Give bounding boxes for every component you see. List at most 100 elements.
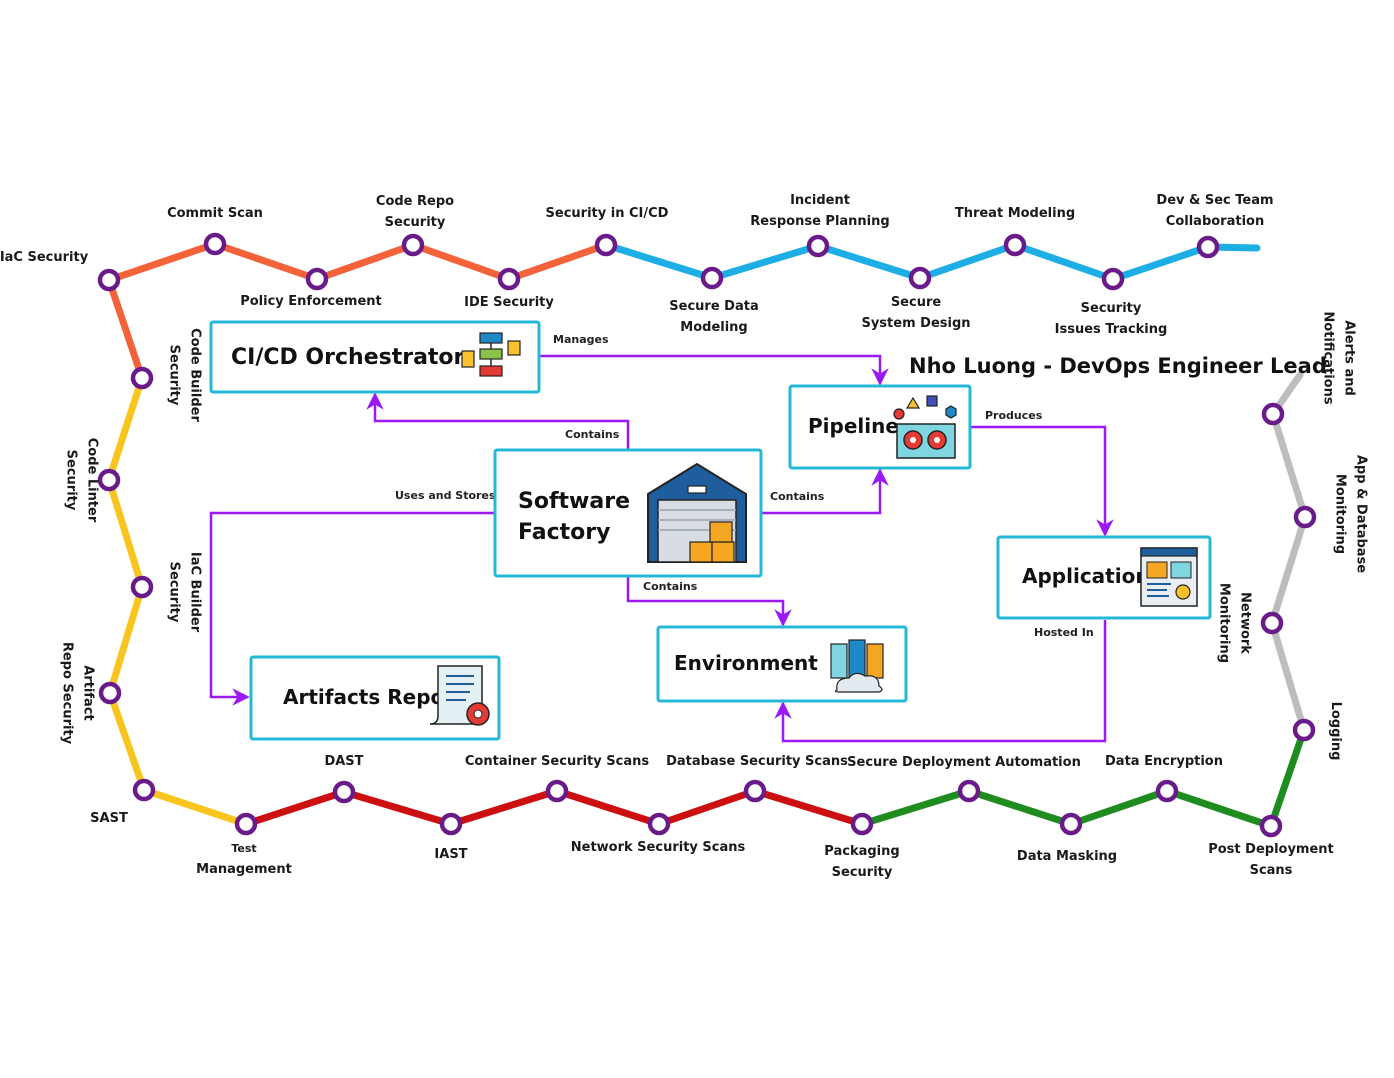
label-sast: SAST xyxy=(90,811,128,826)
box-title-artifacts-repo: Artifacts Repo xyxy=(283,685,444,709)
box-artifacts-repo: Artifacts Repo xyxy=(249,655,501,741)
edge-label-contains-environment: Contains xyxy=(643,580,698,593)
arrow-manages xyxy=(540,354,889,386)
arrow-contains-pipeline xyxy=(762,468,889,515)
edge-label-produces: Produces xyxy=(985,409,1043,422)
station-secure-system-design xyxy=(908,266,932,290)
box-environment: Environment xyxy=(656,625,908,703)
track-build xyxy=(105,374,250,828)
station-post-deployment-scans xyxy=(1259,814,1283,838)
label-code-linter-security: Code LinterSecurity xyxy=(64,438,100,523)
station-code-linter-security xyxy=(97,468,121,492)
server-cloud-icon xyxy=(830,639,884,693)
box-title-environment: Environment xyxy=(674,651,818,675)
station-secure-data-modeling xyxy=(700,266,724,290)
label-container-security-scans: Container Security Scans xyxy=(465,754,649,769)
box-cicd-orchestrator: CI/CD Orchestrator xyxy=(209,320,541,394)
label-security-in-cicd: Security in CI/CD xyxy=(546,206,669,221)
label-threat-modeling: Threat Modeling xyxy=(955,206,1075,221)
station-security-in-cicd xyxy=(594,233,618,257)
station-iast xyxy=(439,812,463,836)
station-iac-security xyxy=(97,268,121,292)
station-dast xyxy=(332,780,356,804)
label-data-masking: Data Masking xyxy=(1017,849,1117,864)
arrow-uses-and-stores xyxy=(209,511,495,706)
box-pipeline: Pipeline xyxy=(788,384,972,470)
vertical-labels-left: Code BuilderSecurity Code LinterSecurity… xyxy=(60,328,203,745)
label-app-db-monitoring: App & DatabaseMonitoring xyxy=(1333,455,1369,573)
station-alerts-notifications xyxy=(1261,402,1285,426)
label-database-security-scans: Database Security Scans xyxy=(666,754,848,769)
box-title-cicd-orchestrator: CI/CD Orchestrator xyxy=(231,345,465,370)
stations xyxy=(97,232,1317,838)
station-container-security-scans xyxy=(545,779,569,803)
vertical-labels-right: Alerts andNotifications App & DatabaseMo… xyxy=(1217,311,1369,760)
station-iac-builder-security xyxy=(130,575,154,599)
label-alerts-notifications: Alerts andNotifications xyxy=(1321,311,1357,404)
track-monitor xyxy=(1268,371,1309,734)
label-ide-security: IDE Security xyxy=(464,295,554,310)
station-threat-modeling xyxy=(1003,233,1027,257)
station-data-masking xyxy=(1059,812,1083,836)
arrow-produces xyxy=(971,425,1114,537)
station-code-repo-security xyxy=(401,233,425,257)
track-deploy xyxy=(858,726,1308,830)
label-data-encryption: Data Encryption xyxy=(1105,754,1223,769)
station-labels: IaC Security Commit Scan Policy Enforcem… xyxy=(0,193,1334,880)
station-data-encryption xyxy=(1155,779,1179,803)
station-policy-enforcement xyxy=(305,267,329,291)
edge-label-contains-pipeline: Contains xyxy=(770,490,825,503)
label-iac-security: IaC Security xyxy=(0,250,89,265)
arrow-contains-orchestrator xyxy=(366,392,630,450)
station-secure-deployment-automation xyxy=(957,779,981,803)
label-policy-enforcement: Policy Enforcement xyxy=(240,294,382,309)
arrow-contains-environment xyxy=(626,576,792,627)
label-logging: Logging xyxy=(1328,702,1343,761)
station-commit-scan xyxy=(203,232,227,256)
flowchart-icon xyxy=(461,332,521,377)
arrow-hosted-in xyxy=(774,620,1107,743)
box-application: Application xyxy=(996,535,1212,620)
label-secure-deployment-automation: Secure Deployment Automation xyxy=(847,755,1081,770)
label-iac-builder-security: IaC BuilderSecurity xyxy=(167,552,203,633)
label-code-builder-security: Code BuilderSecurity xyxy=(167,328,203,422)
edge-label-hosted-in: Hosted In xyxy=(1034,626,1094,639)
label-iast: IAST xyxy=(434,847,467,862)
box-title-pipeline: Pipeline xyxy=(808,414,899,438)
track-code xyxy=(602,241,1261,283)
edge-labels: Manages Contains Contains Produces Conta… xyxy=(395,333,1094,639)
station-ide-security xyxy=(497,267,521,291)
station-database-security-scans xyxy=(743,779,767,803)
label-network-security-scans: Network Security Scans xyxy=(571,840,746,855)
station-app-db-monitoring xyxy=(1293,505,1317,529)
edge-label-contains-orchestrator: Contains xyxy=(565,428,620,441)
warehouse-icon xyxy=(647,462,747,563)
station-incident-response-planning xyxy=(806,234,830,258)
relationship-arrows xyxy=(209,354,1114,743)
document-gear-icon xyxy=(429,665,490,726)
station-network-security-scans xyxy=(647,812,671,836)
label-dast: DAST xyxy=(324,754,363,769)
edge-label-manages: Manages xyxy=(553,333,609,346)
author-credit: Nho Luong - DevOps Engineer Lead xyxy=(909,354,1327,378)
label-network-monitoring: NetworkMonitoring xyxy=(1217,583,1253,663)
station-test-management xyxy=(234,812,258,836)
label-artifact-repo-security: ArtifactRepo Security xyxy=(60,642,96,745)
station-logging xyxy=(1292,718,1316,742)
box-title-application: Application xyxy=(1022,564,1150,588)
station-sast xyxy=(132,778,156,802)
station-artifact-repo-security xyxy=(98,681,122,705)
app-window-icon xyxy=(1140,547,1198,607)
